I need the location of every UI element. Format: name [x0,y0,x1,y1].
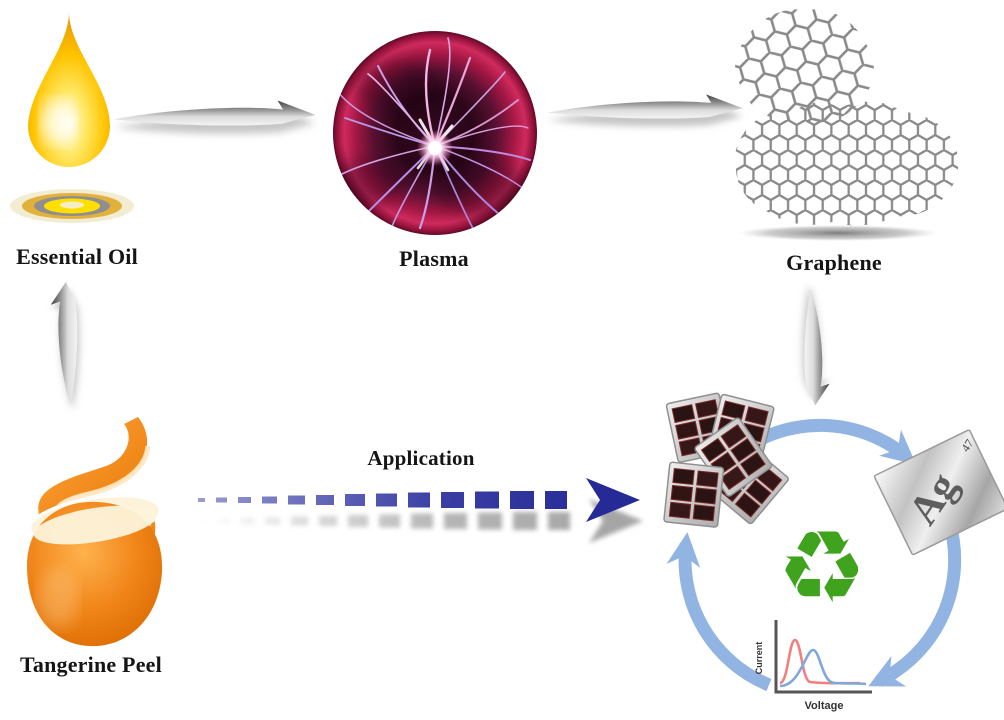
arrow-peel-to-oil [50,281,78,405]
arrow-oil-to-plasma [113,100,316,126]
graphene-flake-bottom [735,101,959,226]
graphene-flake-top [735,9,874,123]
plasma-ball [333,31,537,235]
voltammogram: Current Voltage [754,620,872,712]
plasma-label: Plasma [399,246,469,271]
graphene-flakes [735,9,959,241]
voltammogram-xlabel: Voltage [805,700,844,712]
arrow-plasma-to-graphene [547,94,743,119]
oil-droplet [28,12,110,167]
blue-peak-curve [779,648,867,688]
cycle-arc-right [868,519,962,687]
graphene-shadow [738,225,938,241]
voltammogram-ylabel: Current [754,642,764,675]
sensor-chip [662,461,725,529]
tangerine-peel [27,417,163,647]
cycle-arc-left [666,532,772,692]
arrow-graphene-to-cycle [804,289,830,406]
oil-ripple [10,189,134,223]
tangerine-peel-label: Tangerine Peel [20,652,162,677]
essential-oil-label: Essential Oil [16,244,138,269]
application-label: Application [367,446,475,470]
silver-electrode: Ag 47 [873,429,1004,556]
graphene-label: Graphene [786,250,882,275]
sensor-chip-cluster [662,392,791,529]
voltammogram-axes [774,620,872,694]
recycle-icon: ♻ [777,509,867,626]
